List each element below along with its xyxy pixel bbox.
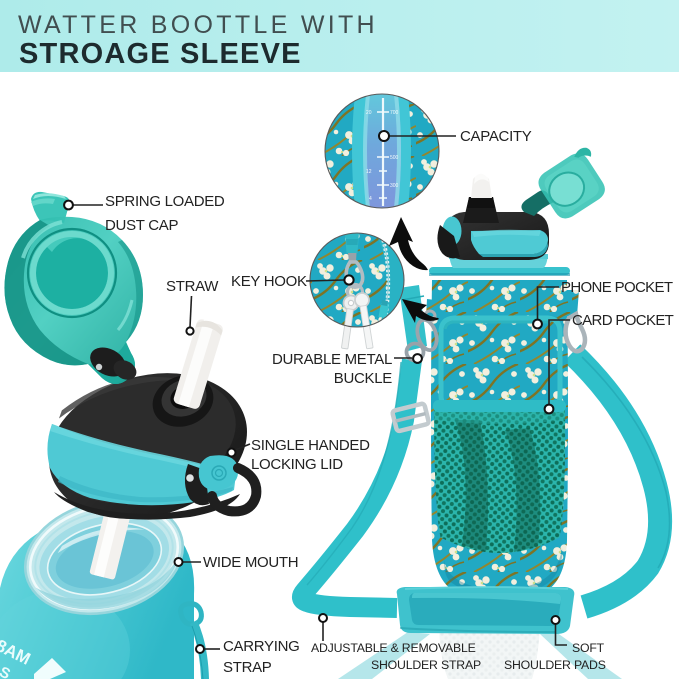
svg-text:STROAGE SLEEVE: STROAGE SLEEVE xyxy=(19,38,302,70)
svg-text:SOFT: SOFT xyxy=(572,641,605,655)
svg-text:CARD POCKET: CARD POCKET xyxy=(572,312,674,329)
svg-text:CAPACITY: CAPACITY xyxy=(460,128,532,145)
svg-text:WIDE MOUTH: WIDE MOUTH xyxy=(203,554,298,571)
svg-text:BUCKLE: BUCKLE xyxy=(334,370,393,387)
svg-text:STRAW: STRAW xyxy=(166,278,219,295)
svg-text:300: 300 xyxy=(390,183,399,189)
svg-text:20: 20 xyxy=(366,110,372,116)
svg-text:500: 500 xyxy=(390,155,399,161)
svg-text:DUST CAP: DUST CAP xyxy=(105,217,178,234)
svg-text:4: 4 xyxy=(369,196,372,202)
svg-text:SINGLE HANDED: SINGLE HANDED xyxy=(251,437,370,454)
svg-text:SHOULDER STRAP: SHOULDER STRAP xyxy=(371,658,481,672)
svg-text:PHONE POCKET: PHONE POCKET xyxy=(561,279,673,296)
svg-text:SHOULDER PADS: SHOULDER PADS xyxy=(504,658,606,672)
svg-text:KEY HOOK: KEY HOOK xyxy=(231,273,307,290)
svg-text:LOCKING LID: LOCKING LID xyxy=(251,456,343,473)
svg-text:CARRYING: CARRYING xyxy=(223,638,300,655)
svg-text:STRAP: STRAP xyxy=(223,659,272,676)
svg-text:SPRING LOADED: SPRING LOADED xyxy=(105,193,225,210)
svg-text:WATTER BOOTTLE WITH: WATTER BOOTTLE WITH xyxy=(18,11,378,39)
svg-text:ADJUSTABLE & REMOVABLE: ADJUSTABLE & REMOVABLE xyxy=(311,641,476,655)
svg-text:DURABLE METAL: DURABLE METAL xyxy=(272,351,392,368)
svg-text:700: 700 xyxy=(390,110,399,116)
svg-text:12: 12 xyxy=(366,169,372,175)
